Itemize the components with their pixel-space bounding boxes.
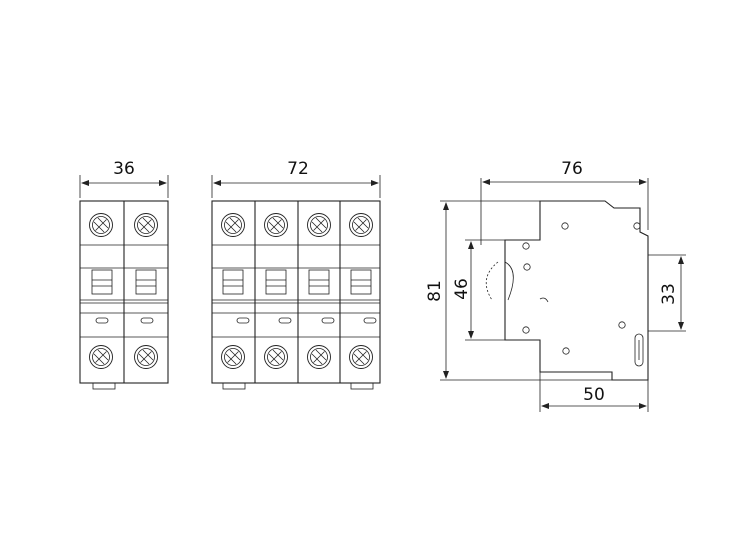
- indicator-slot: [236, 317, 250, 324]
- toggle-handle: [91, 269, 113, 295]
- indicator-slot: [95, 317, 109, 324]
- rivet-hole-icon: [523, 263, 531, 271]
- dimension-label: 36: [113, 159, 135, 179]
- front-view-2-pole: 36: [79, 159, 169, 390]
- rivet-hole-icon: [522, 242, 530, 250]
- terminal-screw-icon: [307, 213, 331, 237]
- indicator-slot: [140, 317, 154, 324]
- side-view: 76 81 46 33 50: [425, 159, 686, 412]
- dimension-label: 72: [287, 159, 309, 179]
- terminal-screw-icon: [221, 345, 245, 369]
- terminal-screw-icon: [89, 345, 113, 369]
- terminal-screw-icon: [134, 345, 158, 369]
- dimension-label: 50: [583, 385, 605, 405]
- terminal-screw-icon: [89, 213, 113, 237]
- terminal-screw-icon: [221, 213, 245, 237]
- rivet-hole-icon: [561, 222, 569, 230]
- toggle-handle: [222, 269, 244, 295]
- terminal-screw-icon: [307, 345, 331, 369]
- toggle-handle: [135, 269, 157, 295]
- rivet-hole-icon: [633, 222, 641, 230]
- rivet-hole-icon: [562, 347, 570, 355]
- terminal-screw-icon: [264, 345, 288, 369]
- toggle-handle: [308, 269, 330, 295]
- toggle-handle: [350, 269, 372, 295]
- rivet-hole-icon: [522, 326, 530, 334]
- dimension-label: 76: [561, 159, 583, 179]
- dimension-label: 81: [425, 280, 445, 302]
- indicator-slot: [321, 317, 335, 324]
- indicator-slot: [363, 317, 377, 324]
- rivet-hole-icon: [618, 321, 626, 329]
- terminal-screw-icon: [349, 345, 373, 369]
- dimension-label: 46: [452, 278, 472, 300]
- toggle-handle: [265, 269, 287, 295]
- front-view-4-pole: 72: [211, 159, 381, 390]
- terminal-screw-icon: [349, 213, 373, 237]
- indicator-slot: [278, 317, 292, 324]
- dimension-label: 33: [659, 283, 679, 305]
- terminal-screw-icon: [264, 213, 288, 237]
- terminal-screw-icon: [134, 213, 158, 237]
